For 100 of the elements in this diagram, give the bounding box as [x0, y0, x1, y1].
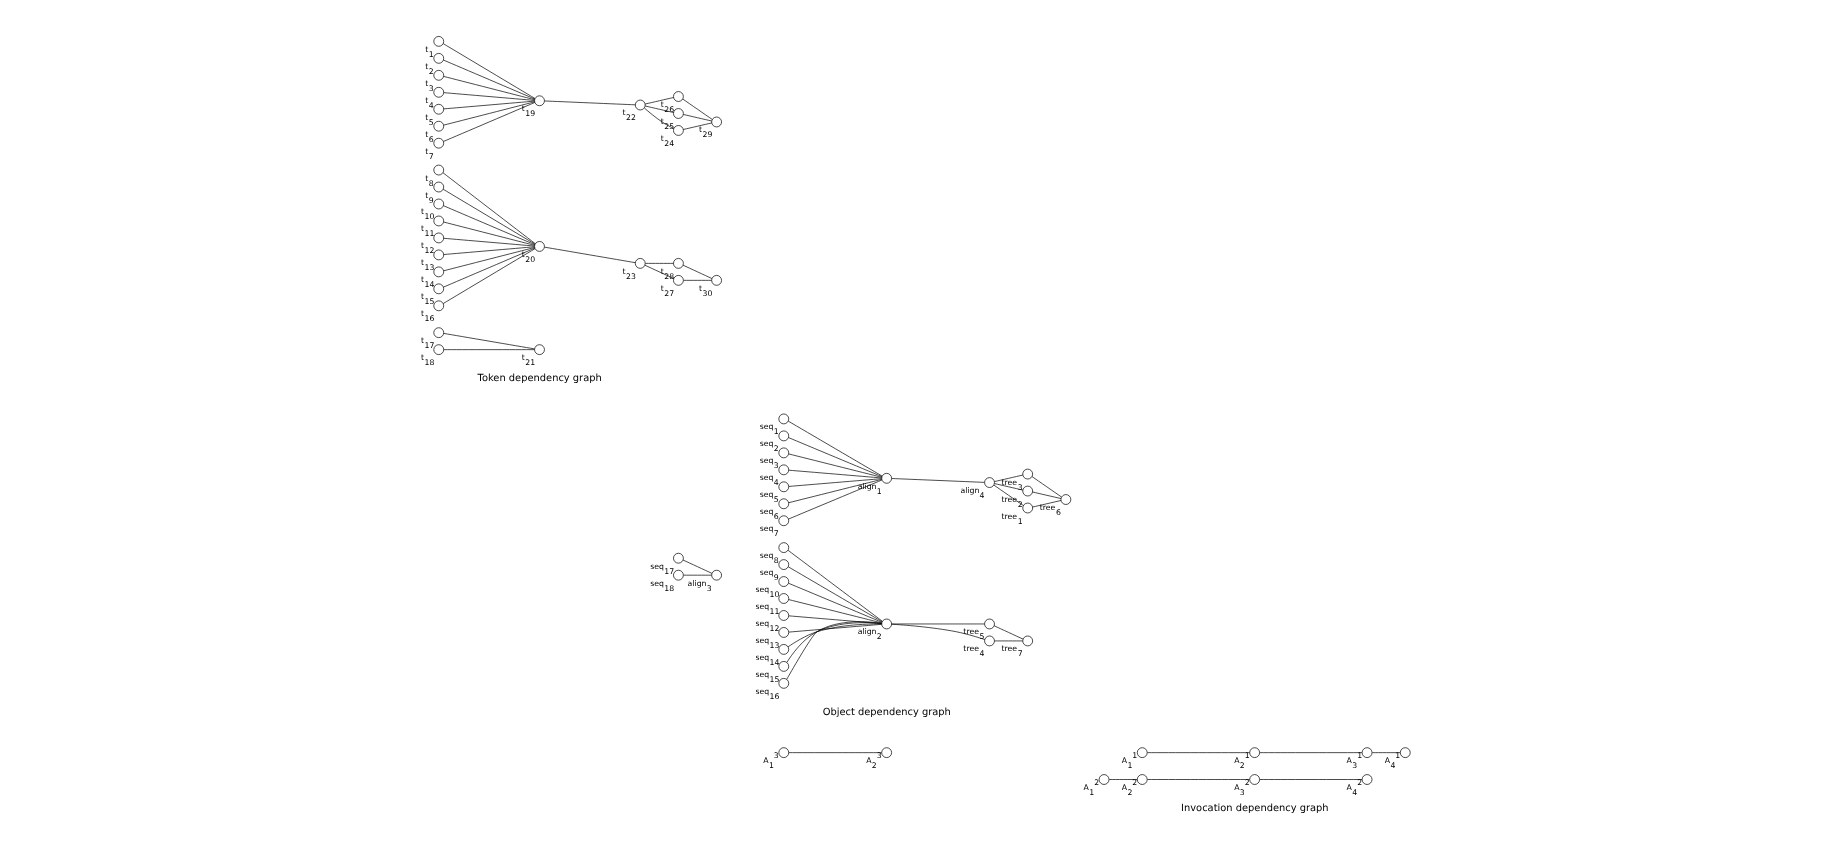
connector: [442, 101, 534, 126]
connector: [1370, 752, 1400, 753]
connector: [787, 752, 881, 753]
node-circle: [432, 120, 444, 132]
node-circle: [432, 181, 444, 193]
node-circle: [777, 447, 789, 459]
connector: [1258, 779, 1362, 780]
connector: [682, 114, 712, 122]
node-circle: [777, 644, 789, 655]
connector: [441, 248, 535, 304]
connector: [442, 333, 534, 350]
connector: [786, 623, 881, 648]
connector: [442, 100, 534, 110]
node-circle: [672, 125, 683, 136]
connector: [442, 221, 534, 246]
node-circle: [1021, 635, 1032, 647]
node-circle: [432, 266, 444, 278]
node-circle: [432, 300, 444, 312]
node-circle: [777, 464, 789, 476]
connector: [644, 263, 673, 264]
connector: [890, 623, 984, 625]
node-circle: [880, 747, 891, 758]
connector: [643, 97, 673, 105]
node-circle: [672, 91, 683, 102]
connector: [442, 76, 534, 101]
connector: [442, 247, 535, 288]
node-circle: [432, 249, 444, 261]
connector: [787, 599, 882, 624]
connector: [992, 484, 1023, 506]
connector: [682, 574, 711, 576]
node-circle: [1398, 747, 1410, 758]
connector: [441, 172, 535, 244]
node-circle: [777, 576, 789, 587]
connector: [785, 622, 881, 663]
node-circle: [1248, 747, 1259, 758]
connector: [441, 188, 535, 245]
node-circle: [672, 258, 683, 269]
connector: [1031, 500, 1061, 508]
connector: [442, 246, 534, 255]
node-circle: [432, 198, 444, 210]
node-circle: [777, 593, 789, 604]
connector: [787, 582, 882, 623]
node-circle: [633, 99, 645, 111]
node-circle: [777, 481, 789, 493]
node-circle: [432, 164, 444, 176]
connector: [643, 107, 674, 129]
connector: [993, 640, 1023, 642]
node-circle: [432, 36, 444, 47]
node-circle: [880, 618, 891, 630]
connector: [442, 247, 534, 272]
connector: [442, 59, 535, 100]
node-circle: [710, 116, 721, 128]
node-circle: [777, 559, 789, 570]
node-circle: [672, 552, 683, 564]
node-circle: [777, 610, 789, 621]
node-circle: [777, 678, 789, 689]
connector: [787, 469, 882, 479]
node-circle: [777, 413, 789, 425]
connector: [442, 237, 534, 247]
node-circle: [432, 327, 444, 338]
connector: [1031, 491, 1061, 499]
node-circle: [432, 232, 444, 244]
node-circle: [672, 569, 683, 581]
node-circle: [710, 569, 721, 581]
connector: [787, 420, 882, 477]
node-circle: [983, 618, 994, 630]
node-circle: [533, 344, 544, 355]
node-circle: [533, 95, 544, 107]
node-circle: [533, 241, 544, 252]
connector: [681, 559, 712, 574]
connector: [993, 474, 1023, 482]
node-circle: [1021, 502, 1032, 514]
connector: [681, 98, 712, 120]
node-circle: [432, 283, 444, 295]
connector: [993, 483, 1023, 491]
connector: [1107, 779, 1137, 780]
connector: [643, 105, 673, 113]
node-circle: [633, 258, 645, 269]
node-circle: [432, 53, 444, 64]
connector: [787, 479, 882, 504]
node-circle: [1059, 494, 1071, 505]
connector: [786, 549, 882, 622]
node-circle: [880, 473, 891, 484]
node-circle: [777, 661, 789, 672]
connector: [442, 205, 535, 246]
node-circle: [432, 86, 444, 98]
node-circle: [983, 477, 994, 488]
node-circle: [432, 103, 444, 115]
node-circle: [710, 275, 721, 286]
node-circle: [672, 108, 683, 119]
connector: [681, 264, 712, 279]
connector: [787, 478, 882, 487]
connector: [441, 43, 535, 99]
node-circle: [432, 137, 444, 149]
connector: [543, 100, 635, 106]
node-circle: [777, 542, 789, 553]
node-circle: [983, 635, 994, 647]
connector: [787, 479, 882, 520]
node-circle: [1021, 485, 1032, 497]
connector: [442, 92, 534, 101]
